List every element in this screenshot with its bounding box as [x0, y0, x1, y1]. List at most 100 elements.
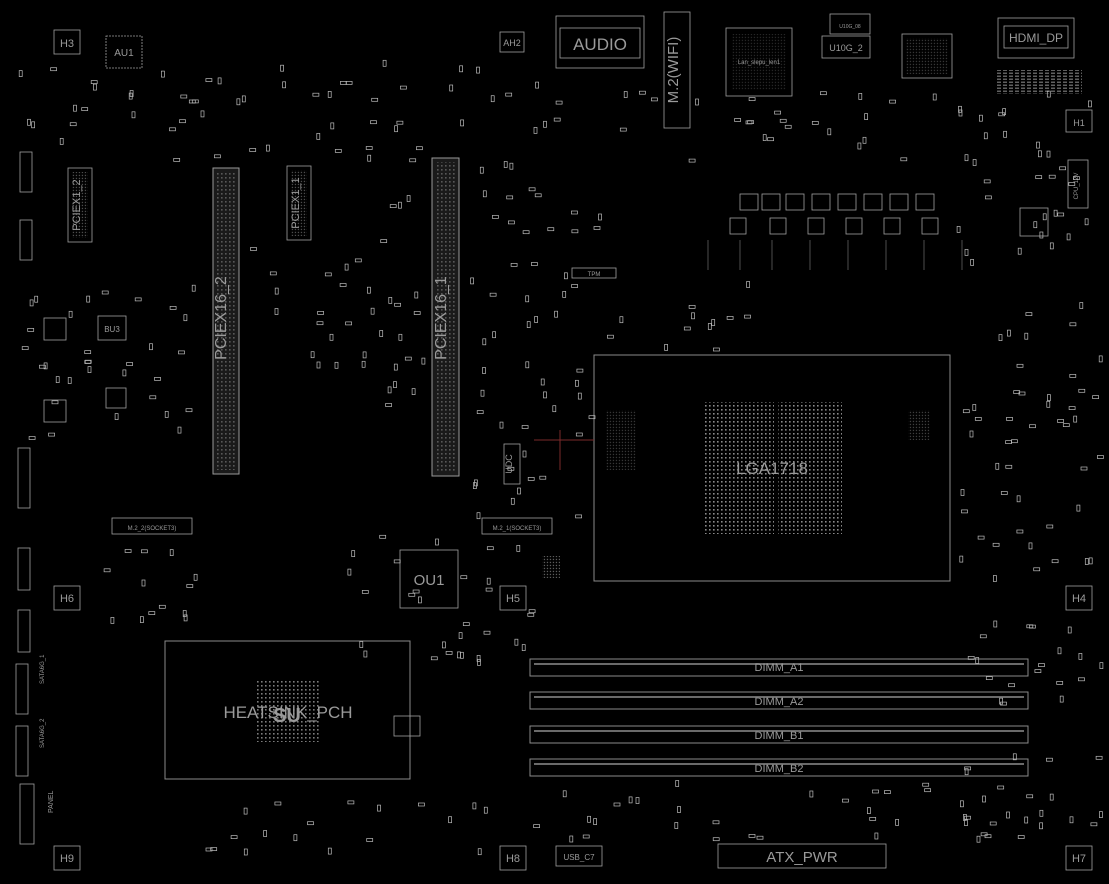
smd-part [858, 93, 863, 100]
smd-part [593, 226, 601, 230]
smd-part [486, 546, 494, 551]
smd-part [960, 489, 965, 496]
smd-part [525, 295, 530, 303]
smd-part [477, 659, 481, 666]
smd-part [554, 310, 558, 318]
smd-part [534, 316, 538, 323]
smd-part [334, 361, 339, 369]
smd-part [571, 229, 579, 234]
smd-part [1046, 757, 1053, 762]
smd-part [460, 651, 464, 659]
smd-part [746, 281, 750, 288]
h3-mount: H3 [53, 29, 81, 55]
h7-mount: H7 [1065, 845, 1093, 871]
smd-part [995, 462, 1000, 470]
smd-part [492, 215, 499, 219]
smd-part [366, 838, 374, 842]
smd-part [414, 291, 419, 299]
smd-part [191, 99, 199, 104]
sata2-label: SATA6G_2 [40, 718, 46, 748]
smd-part [411, 388, 416, 395]
smd-part [371, 97, 379, 102]
smd-part [569, 835, 574, 843]
smd-part [324, 272, 332, 277]
smd-part [553, 117, 561, 122]
smd-part [280, 64, 284, 72]
smd-part [571, 210, 578, 215]
smd-part [205, 78, 213, 82]
smd-part [479, 166, 484, 174]
dimm-b2-label: DIMM_B2 [755, 763, 804, 775]
smd-part [683, 326, 691, 331]
smd-part [985, 195, 992, 200]
smd-part [510, 263, 518, 267]
smd-part [169, 306, 177, 310]
smd-part [964, 819, 968, 826]
smd-part [110, 617, 115, 624]
smd-part [820, 91, 827, 96]
smd-part [126, 362, 133, 366]
smd-part [962, 409, 970, 414]
smd-part [473, 482, 477, 489]
smd-part [961, 509, 968, 514]
smd-part [1069, 374, 1077, 378]
smd-part [975, 657, 980, 664]
h7-label: H7 [1072, 853, 1086, 865]
smd-part [191, 284, 196, 292]
h1-label: H1 [1073, 118, 1085, 128]
smd-part [972, 159, 977, 166]
smd-part [1098, 355, 1103, 363]
smd-part [984, 834, 992, 839]
smd-part [1092, 395, 1099, 399]
smd-part [1099, 662, 1104, 669]
smd-part [1097, 455, 1104, 459]
smd-part [377, 804, 381, 812]
smd-part [997, 785, 1005, 790]
smd-part [421, 357, 426, 365]
smd-part [516, 545, 521, 552]
smd-part [1038, 663, 1045, 667]
ou1-chip: OU1 [399, 549, 560, 609]
smd-part [1053, 209, 1058, 217]
smd-part [552, 405, 557, 413]
smd-part [398, 201, 402, 209]
smd-part [389, 204, 397, 208]
smd-part [459, 65, 463, 73]
smd-part [68, 310, 73, 318]
smd-part [607, 334, 614, 339]
dimm-b1-label: DIMM_B1 [755, 730, 804, 742]
au1-label: AU1 [114, 48, 134, 59]
heatsink-label: HEATSINK_PCH [223, 703, 352, 722]
smd-part [867, 807, 871, 814]
smd-part [1080, 466, 1088, 471]
smd-part [293, 834, 298, 842]
smd-part [164, 411, 169, 418]
smd-part [531, 262, 538, 266]
smd-part [177, 426, 182, 434]
smd-part [128, 92, 133, 100]
smd-part [1007, 329, 1011, 337]
smd-part [385, 403, 392, 407]
tpm-label: TPM [588, 272, 601, 278]
smd-part [394, 125, 398, 133]
h6-label: H6 [60, 593, 74, 605]
smd-part [521, 644, 526, 651]
smd-part [59, 138, 64, 145]
smd-part [482, 367, 486, 374]
smd-part [1067, 626, 1072, 634]
smd-part [329, 333, 334, 341]
smd-part [379, 330, 384, 337]
smd-part [540, 378, 545, 386]
smd-part [1078, 677, 1085, 682]
pciex1-2-slot: PCIEX1_2 [67, 167, 93, 243]
smd-part [895, 819, 899, 826]
smd-part [1033, 567, 1041, 572]
smd-part [158, 604, 166, 609]
smd-part [525, 361, 530, 369]
smd-part [412, 589, 420, 594]
smd-part [900, 157, 908, 162]
smd-part [598, 213, 602, 221]
smd-part [460, 575, 468, 580]
smd-part [169, 127, 176, 132]
smd-part [55, 376, 60, 383]
